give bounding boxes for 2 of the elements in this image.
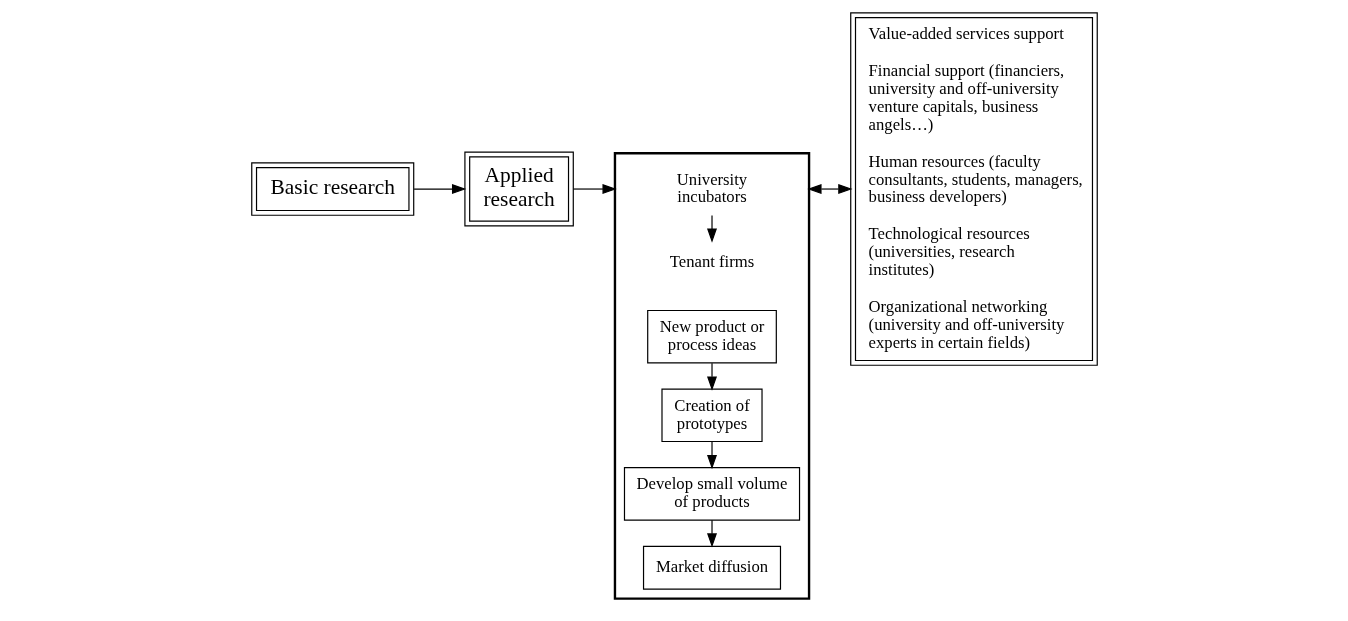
node-text: University incubators (676, 169, 747, 207)
node-text: Tenant firms (669, 252, 754, 272)
